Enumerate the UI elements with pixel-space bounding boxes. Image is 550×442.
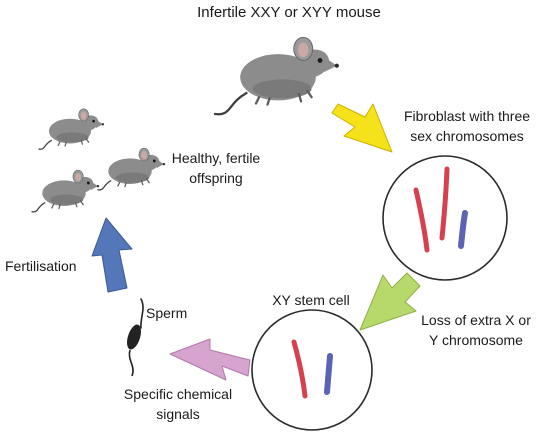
infertile-mouse-label: Infertile XXY or XYY mouse bbox=[197, 4, 381, 21]
yellow-arrow-icon bbox=[331, 103, 393, 153]
offspring-label-line2: offspring bbox=[189, 170, 243, 186]
x-chromosome-1 bbox=[413, 187, 430, 253]
green-arrow-icon bbox=[359, 272, 421, 331]
sperm-illustration bbox=[127, 298, 144, 377]
x-chromosome-2 bbox=[439, 166, 450, 241]
fibroblast-label-line2: sex chromosomes bbox=[410, 128, 524, 144]
stem-y-chromosome bbox=[324, 353, 333, 395]
fibroblast-label-line1: Fibroblast with three bbox=[403, 108, 531, 124]
offspring-label-line1: Healthy, fertile bbox=[171, 150, 261, 166]
offspring-mouse-1 bbox=[38, 108, 105, 150]
fertilisation-label: Fertilisation bbox=[5, 258, 77, 274]
offspring-mouse-3 bbox=[31, 169, 100, 213]
signals-label-line2: signals bbox=[156, 406, 200, 422]
loss-label-line1: Loss of extra X or bbox=[421, 312, 531, 328]
loss-label-line2: Y chromosome bbox=[429, 332, 523, 348]
blue-arrow-icon bbox=[91, 217, 133, 293]
xy-stem-cell bbox=[251, 309, 373, 431]
fibroblast-cell bbox=[382, 155, 508, 281]
stem-cell-label: XY stem cell bbox=[272, 292, 350, 308]
signals-label-line1: Specific chemical bbox=[123, 386, 233, 402]
infertile-mouse-illustration bbox=[213, 36, 341, 116]
stem-x-chromosome bbox=[291, 339, 308, 399]
y-chromosome bbox=[458, 210, 468, 249]
sperm-label: Sperm bbox=[146, 305, 188, 321]
pink-arrow-icon bbox=[169, 338, 251, 381]
